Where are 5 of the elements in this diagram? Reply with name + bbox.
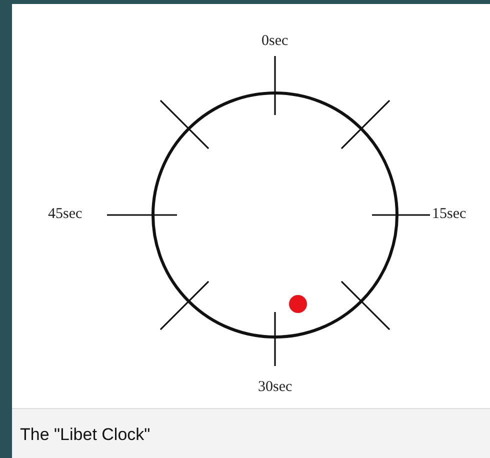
time-label: 45sec <box>48 207 82 222</box>
time-label: 15sec <box>432 207 466 222</box>
caption: The "Libet Clock" <box>20 425 150 445</box>
time-label: 30sec <box>258 380 292 395</box>
time-label: 0sec <box>262 34 288 49</box>
